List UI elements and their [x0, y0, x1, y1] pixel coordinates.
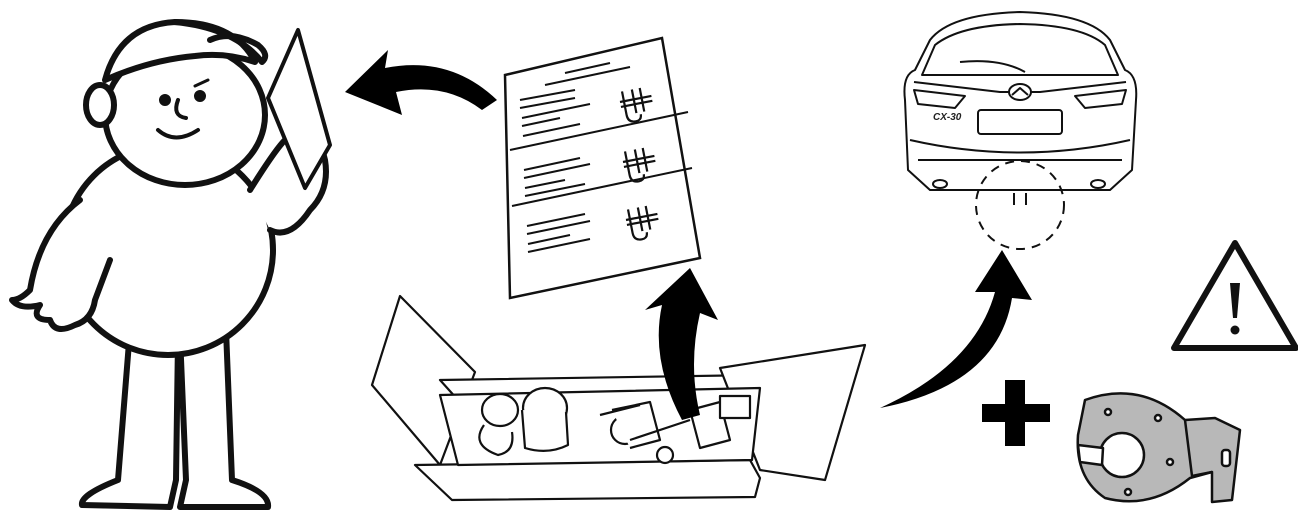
mazda-logo-icon	[1009, 84, 1031, 100]
instruction-sheet	[505, 38, 700, 298]
curved-arrow-icon	[345, 50, 497, 115]
socket-bracket-icon	[1078, 393, 1240, 502]
worker-figure	[12, 22, 330, 507]
warning-triangle-icon	[1174, 243, 1296, 348]
car-rear-view	[904, 12, 1136, 205]
open-box	[372, 296, 865, 500]
car-model-badge: CX-30	[933, 112, 962, 123]
plus-icon	[982, 380, 1050, 446]
